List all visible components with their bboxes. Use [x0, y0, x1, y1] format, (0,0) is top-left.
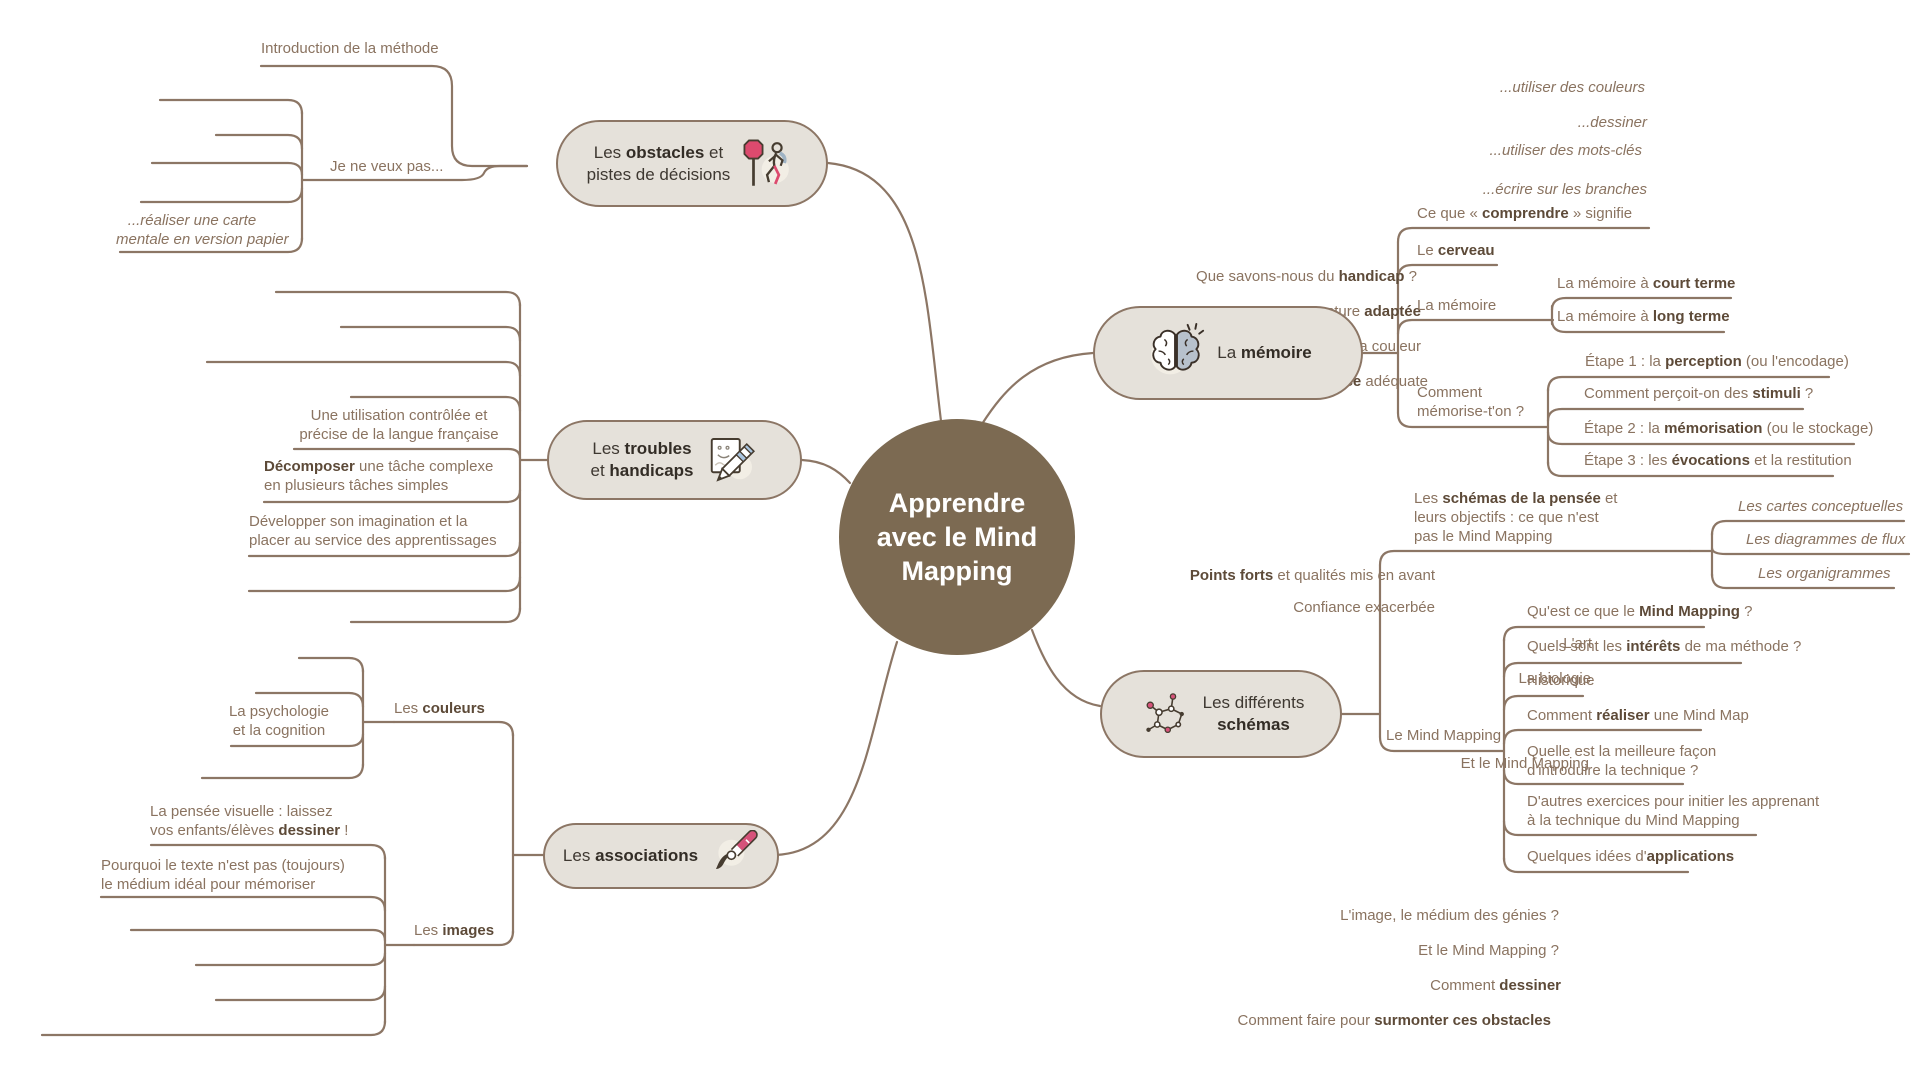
- label-etape2[interactable]: Étape 2 : la mémorisation (ou le stockag…: [1584, 420, 1874, 437]
- network-diagram-icon: [1145, 693, 1184, 734]
- paintbrush-icon: [716, 830, 758, 869]
- label-pourquoi[interactable]: Pourquoi le texte n'est pas (toujours)le…: [101, 857, 345, 893]
- label-handicap[interactable]: Que savons-nous du handicap ?: [1196, 268, 1417, 285]
- label-applications[interactable]: Quelques idées d'applications: [1527, 848, 1735, 865]
- label-comprendre[interactable]: Ce que « comprendre » signifie: [1417, 205, 1633, 222]
- label-historique[interactable]: Historique: [1527, 672, 1595, 689]
- drawing-pencil-icon: [710, 438, 755, 482]
- label-quest-ce[interactable]: Qu'est ce que le Mind Mapping ?: [1527, 603, 1753, 620]
- label-surmonter[interactable]: Comment faire pour surmonter ces obstacl…: [1237, 1012, 1551, 1029]
- label-points-forts[interactable]: Points forts et qualités mis en avant: [1189, 567, 1435, 584]
- label-stimuli[interactable]: Comment perçoit-on des stimuli ?: [1584, 385, 1814, 402]
- label-organigrammes[interactable]: Les organigrammes: [1758, 565, 1891, 582]
- label-art[interactable]: L'art: [1563, 635, 1592, 652]
- label-etape1[interactable]: Étape 1 : la perception (ou l'encodage): [1585, 353, 1849, 370]
- label-realiser[interactable]: Comment réaliser une Mind Map: [1527, 707, 1749, 724]
- label-les-couleurs[interactable]: Les couleurs: [394, 700, 485, 717]
- label-comment-dessiner[interactable]: Comment dessiner: [1430, 977, 1561, 994]
- brain-icon: [1151, 322, 1205, 375]
- topic-associations-label: Les associations: [562, 846, 699, 866]
- topic-memoire-label: La mémoire: [1217, 343, 1312, 363]
- label-je-ne-veux-pas[interactable]: Je ne veux pas...: [330, 158, 444, 175]
- label-confiance[interactable]: Confiance exacerbée: [1293, 599, 1435, 616]
- label-etape3[interactable]: Étape 3 : les évocations et la restituti…: [1584, 452, 1852, 469]
- label-jnvp-dessiner[interactable]: ...dessiner: [1577, 114, 1647, 131]
- stop-sign-walker-icon: [743, 139, 790, 186]
- label-interets[interactable]: Quels sont les intérêts de ma méthode ?: [1527, 638, 1802, 655]
- topic-memoire[interactable]: La mémoire: [1093, 306, 1363, 400]
- label-les-images[interactable]: Les images: [414, 922, 495, 939]
- label-le-mind-mapping[interactable]: Le Mind Mapping: [1386, 727, 1502, 744]
- label-long-terme[interactable]: La mémoire à long terme: [1557, 308, 1730, 325]
- label-cerveau[interactable]: Le cerveau: [1417, 242, 1495, 259]
- label-jnvp-mots-cles[interactable]: ...utiliser des mots-clés: [1489, 142, 1642, 159]
- label-la-memoire-sub[interactable]: La mémoire: [1417, 297, 1497, 314]
- label-image-genies[interactable]: L'image, le médium des génies ?: [1340, 907, 1559, 924]
- label-diagrammes[interactable]: Les diagrammes de flux: [1746, 531, 1906, 548]
- label-et-mm2[interactable]: Et le Mind Mapping ?: [1418, 942, 1559, 959]
- label-et-mm[interactable]: Et le Mind Mapping: [1460, 755, 1589, 772]
- label-jnvp-couleurs[interactable]: ...utiliser des couleurs: [1499, 79, 1645, 96]
- label-introduction[interactable]: Introduction de la méthode: [261, 40, 439, 57]
- label-biologie[interactable]: La biologie: [1518, 670, 1591, 687]
- label-jnvp-branches[interactable]: ...écrire sur les branches: [1482, 181, 1647, 198]
- label-court-terme[interactable]: La mémoire à court terme: [1557, 275, 1736, 292]
- label-autres-exercices[interactable]: D'autres exercices pour initier les appr…: [1527, 793, 1820, 829]
- topic-associations[interactable]: Les associations: [543, 823, 779, 889]
- label-cartes[interactable]: Les cartes conceptuelles: [1738, 498, 1904, 515]
